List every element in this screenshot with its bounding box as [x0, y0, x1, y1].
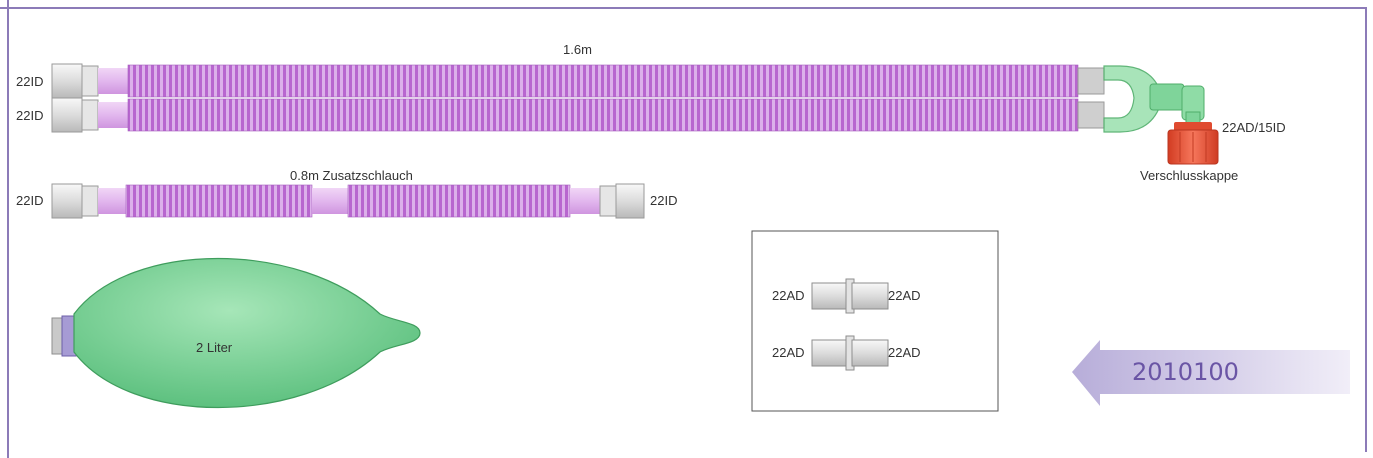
- label-port-bottom-left: 22ID: [16, 108, 44, 123]
- article-number: 2010100: [1132, 358, 1239, 386]
- label-connector-2-right: 22AD: [888, 345, 921, 360]
- extension-tube: [51, 183, 645, 219]
- label-cap-spec: 22AD/15ID: [1222, 120, 1286, 135]
- article-arrow: [1072, 340, 1350, 406]
- ext-corrugated-2: [347, 184, 571, 218]
- tube-sleeve-top: [98, 68, 128, 94]
- connector-box: [751, 230, 999, 412]
- breathing-bag: [51, 257, 421, 409]
- connector-ring-top: [81, 65, 99, 97]
- label-tube-length: 1.6m: [563, 42, 592, 57]
- ext-sleeve-right: [570, 188, 600, 214]
- label-connector-1-right: 22AD: [888, 288, 921, 303]
- ext-cuff-right: [615, 183, 645, 219]
- label-port-top-left: 22ID: [16, 74, 44, 89]
- ext-sleeve-left: [98, 188, 126, 214]
- closing-cap: [1167, 122, 1219, 165]
- label-connector-1-left: 22AD: [772, 288, 805, 303]
- label-cap: Verschlusskappe: [1140, 168, 1239, 183]
- ext-ring-left: [81, 185, 99, 217]
- ext-ring-right: [599, 185, 617, 217]
- connector-1: [811, 278, 889, 314]
- corrugated-tube-bottom: [127, 98, 1079, 132]
- label-connector-2-left: 22AD: [772, 345, 805, 360]
- main-tube-lower: [51, 97, 1105, 133]
- label-ext-left: 22ID: [16, 193, 44, 208]
- ext-sleeve-mid: [312, 188, 348, 214]
- connector-cuff-top: [51, 63, 83, 99]
- tube-end-bottom: [1077, 101, 1105, 129]
- ext-corrugated-1: [125, 184, 313, 218]
- ext-cuff-left: [51, 183, 83, 219]
- label-bag-volume: 2 Liter: [196, 340, 233, 355]
- connector-ring-bottom: [81, 99, 99, 131]
- corrugated-tube-top: [127, 64, 1079, 98]
- tube-sleeve-bottom: [98, 102, 128, 128]
- connector-cuff-bottom: [51, 97, 83, 133]
- label-extension-tube: 0.8m Zusatzschlauch: [290, 168, 413, 183]
- connector-2: [811, 335, 889, 371]
- tube-end-top: [1077, 67, 1105, 95]
- main-tube-upper: [51, 63, 1105, 99]
- label-ext-right: 22ID: [650, 193, 678, 208]
- frame-border: [0, 7, 1367, 452]
